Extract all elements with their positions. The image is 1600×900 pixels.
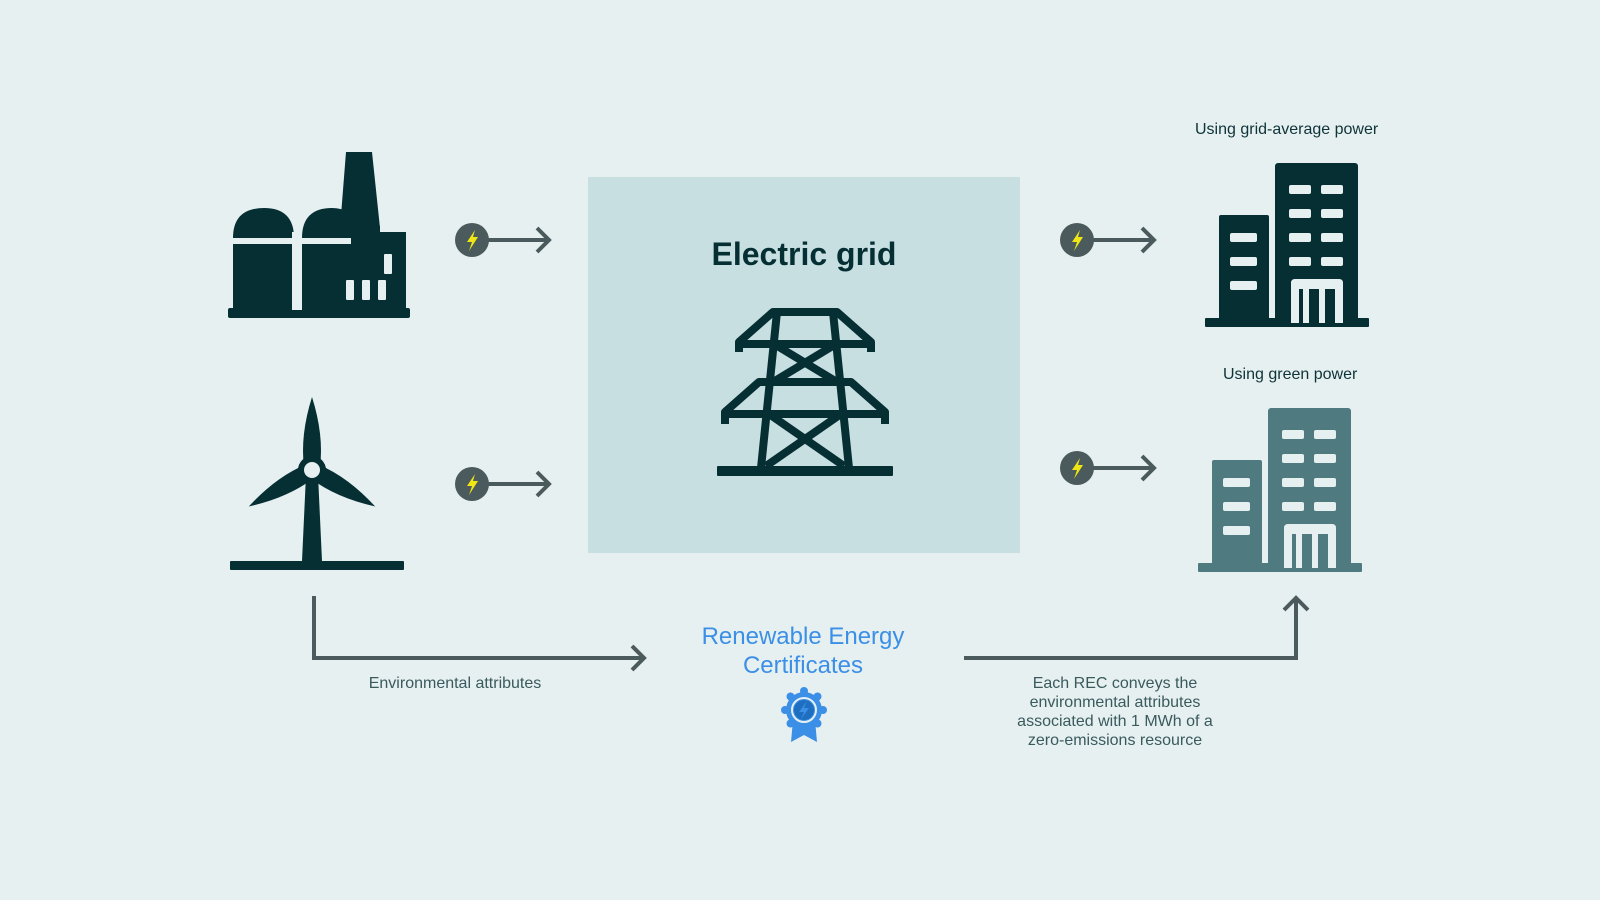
grid-average-power-label: Using grid-average power: [1195, 121, 1379, 138]
office-building-icon: [1205, 163, 1369, 327]
attributes-flow-arrow: [312, 596, 647, 672]
rec-explanation-line: associated with 1 MWh of a: [1017, 713, 1213, 730]
grid-to-building-arrow-top: [1060, 223, 1157, 257]
rec-explanation-line: Each REC conveys the: [1032, 675, 1198, 692]
rec-explanation-caption: Each REC conveys the environmental attri…: [990, 674, 1240, 750]
environmental-attributes-label: Environmental attributes: [368, 675, 542, 692]
office-building-icon: [1198, 408, 1362, 572]
certificate-badge-icon: [781, 687, 827, 742]
rec-title-line: Certificates: [742, 652, 864, 679]
rec-to-building-arrow: [964, 595, 1310, 660]
power-plant-icon: [228, 152, 410, 318]
rec-title-line: Renewable Energy: [701, 623, 905, 650]
rec-title: Renewable Energy Certificates: [673, 622, 933, 680]
rec-explanation-line: zero-emissions resource: [1027, 732, 1203, 749]
rec-explanation-line: environmental attributes: [1029, 694, 1201, 711]
grid-title: Electric grid: [711, 236, 897, 272]
wind-turbine-icon: [230, 397, 404, 570]
turbine-to-grid-arrow: [455, 467, 552, 501]
plant-to-grid-arrow: [455, 223, 552, 257]
green-power-label: Using green power: [1223, 366, 1358, 383]
grid-to-building-arrow-bottom: [1060, 451, 1157, 485]
transmission-tower-icon: [717, 308, 893, 476]
